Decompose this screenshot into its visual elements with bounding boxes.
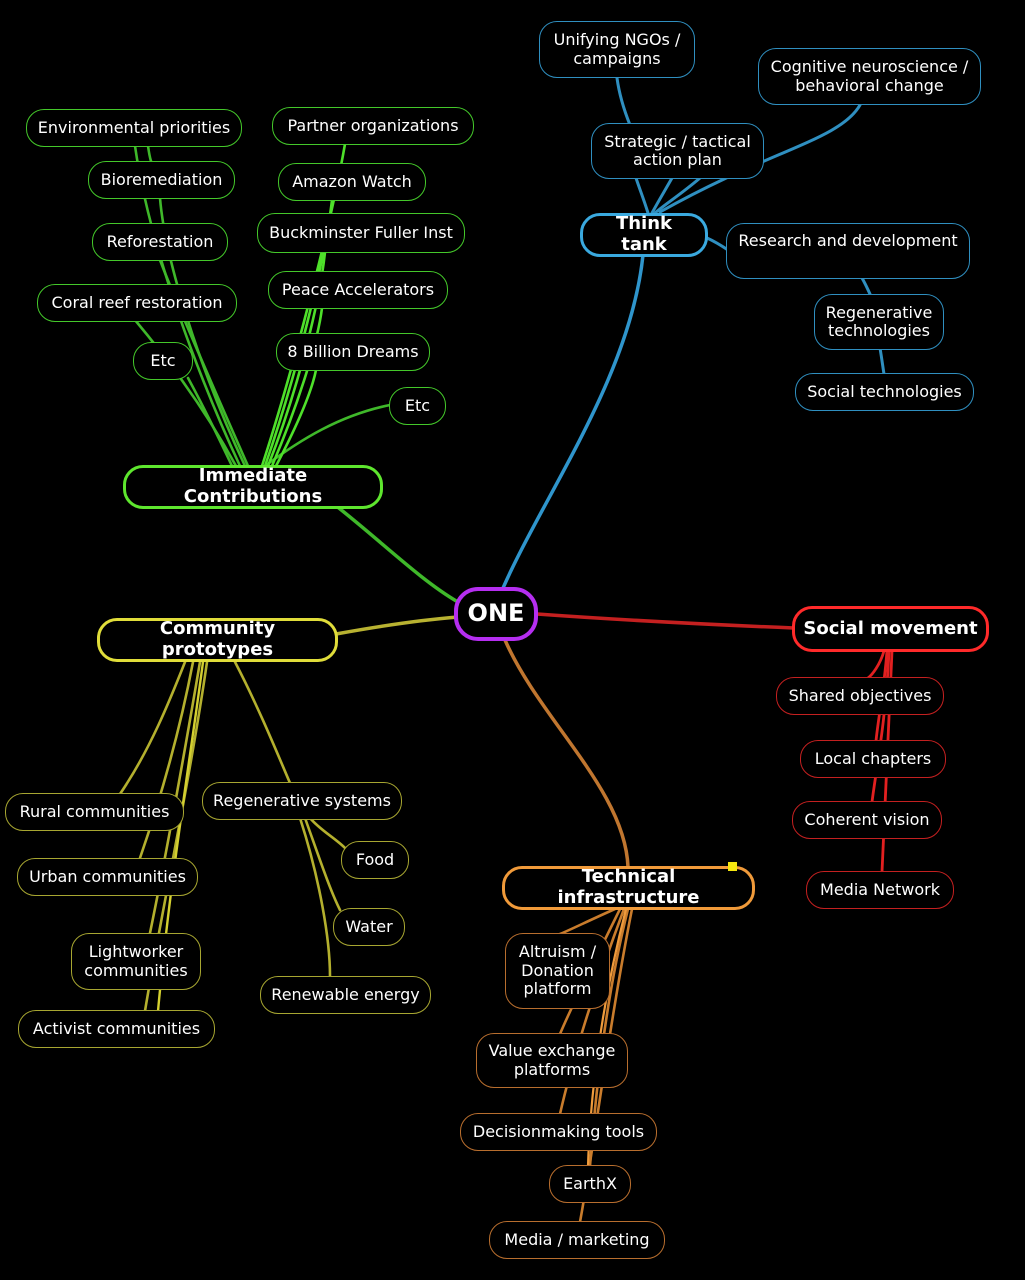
link-research-regenerative	[860, 276, 872, 296]
root-node-one[interactable]: ONE	[454, 587, 538, 641]
link-one-community-prototypes	[334, 615, 460, 636]
node-amazon-watch[interactable]: Amazon Watch	[278, 163, 426, 201]
link-rs-renewable	[298, 816, 332, 978]
node-food[interactable]: Food	[341, 841, 409, 879]
note-marker-icon	[728, 862, 737, 871]
link-ti-decision	[558, 907, 626, 1116]
node-earthx[interactable]: EarthX	[549, 1165, 631, 1203]
link-ic-reforestation	[158, 258, 250, 468]
node-etc-left[interactable]: Etc	[133, 342, 193, 380]
node-activist-communities[interactable]: Activist communities	[18, 1010, 215, 1048]
node-rural-communities[interactable]: Rural communities	[5, 793, 184, 831]
link-cp-rural	[118, 660, 187, 796]
node-regenerative-technologies[interactable]: Regenerative technologies	[814, 294, 944, 350]
node-partner-organizations[interactable]: Partner organizations	[272, 107, 474, 145]
branch-social-movement[interactable]: Social movement	[792, 606, 989, 652]
node-cognitive-neuroscience[interactable]: Cognitive neuroscience / behavioral chan…	[758, 48, 981, 105]
link-cp-regenerative	[233, 660, 292, 785]
node-decisionmaking-tools[interactable]: Decisionmaking tools	[460, 1113, 657, 1151]
node-etc-right[interactable]: Etc	[389, 387, 446, 425]
node-social-technologies[interactable]: Social technologies	[795, 373, 974, 411]
link-one-social-movement	[535, 612, 796, 630]
link-ic-peace	[270, 306, 324, 468]
node-research-development[interactable]: Research and development	[726, 223, 970, 279]
link-sm-shared	[866, 649, 886, 680]
node-shared-objectives[interactable]: Shared objectives	[776, 677, 944, 715]
link-ic-dreams	[274, 368, 318, 468]
node-altruism-donation-platform[interactable]: Altruism / Donation platform	[505, 933, 610, 1009]
node-coherent-vision[interactable]: Coherent vision	[792, 801, 942, 839]
node-value-exchange-platforms[interactable]: Value exchange platforms	[476, 1033, 628, 1088]
link-ic-etc-left	[186, 376, 234, 468]
node-bioremediation[interactable]: Bioremediation	[88, 161, 235, 199]
node-renewable-energy[interactable]: Renewable energy	[260, 976, 431, 1014]
link-strategic-b	[650, 176, 674, 215]
link-ti-altruism	[558, 907, 617, 936]
node-unifying-ngos[interactable]: Unifying NGOs / campaigns	[539, 21, 695, 78]
branch-technical-infrastructure[interactable]: Technical infrastructure	[502, 866, 755, 910]
link-rs-water	[303, 816, 342, 912]
link-think-cognitive	[658, 103, 862, 214]
node-environmental-priorities[interactable]: Environmental priorities	[26, 109, 242, 147]
link-think-strategic	[634, 176, 650, 215]
node-media-marketing[interactable]: Media / marketing	[489, 1221, 665, 1259]
link-one-think-tank	[498, 253, 645, 597]
link-rs-food	[308, 816, 347, 850]
branch-think-tank[interactable]: Think tank	[580, 213, 708, 257]
node-coral-reef-restoration[interactable]: Coral reef restoration	[37, 284, 237, 322]
node-urban-communities[interactable]: Urban communities	[17, 858, 198, 896]
node-lightworker-communities[interactable]: Lightworker communities	[71, 933, 201, 990]
link-strategic-c	[653, 176, 702, 215]
link-think-unifying	[615, 76, 632, 127]
link-ic-coral	[133, 318, 238, 468]
node-local-chapters[interactable]: Local chapters	[800, 740, 946, 778]
node-8-billion-dreams[interactable]: 8 Billion Dreams	[276, 333, 430, 371]
link-one-technical-infrastructure	[503, 638, 630, 869]
node-reforestation[interactable]: Reforestation	[92, 223, 228, 261]
node-media-network[interactable]: Media Network	[806, 871, 954, 909]
node-water[interactable]: Water	[333, 908, 405, 946]
node-regenerative-systems[interactable]: Regenerative systems	[202, 782, 402, 820]
branch-community-prototypes[interactable]: Community prototypes	[97, 618, 338, 662]
node-strategic-tactical-plan[interactable]: Strategic / tactical action plan	[591, 123, 764, 179]
node-buckminster-fuller-inst[interactable]: Buckminster Fuller Inst	[257, 213, 465, 253]
link-cp-urban	[138, 660, 195, 860]
link-one-immediate-contributions	[333, 503, 460, 604]
link-regenerative-social	[878, 346, 886, 376]
node-peace-accelerators[interactable]: Peace Accelerators	[268, 271, 448, 309]
link-think-research	[705, 236, 730, 252]
branch-immediate-contributions[interactable]: Immediate Contributions	[123, 465, 383, 509]
